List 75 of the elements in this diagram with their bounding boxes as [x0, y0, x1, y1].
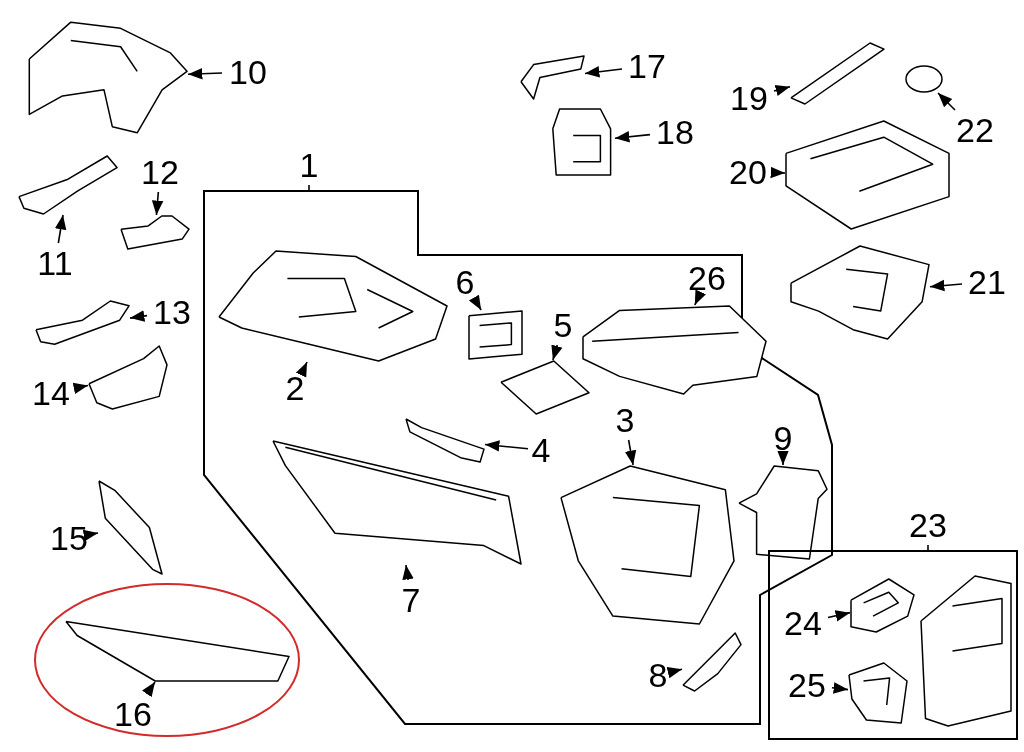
leader-line — [937, 92, 956, 111]
callout-number: 3 — [612, 400, 638, 440]
callout-number: 4 — [528, 430, 554, 470]
part-drawing — [682, 632, 742, 692]
callout-number: 7 — [398, 580, 424, 620]
part-drawing — [790, 245, 930, 340]
leader-line — [187, 68, 223, 80]
leader-line — [831, 682, 849, 694]
callout-number: 15 — [44, 518, 94, 558]
leader-line — [151, 191, 164, 216]
leader-line — [614, 131, 651, 143]
callout-number: 21 — [962, 262, 1012, 302]
callout-number: 16 — [108, 694, 158, 734]
leader-line — [773, 84, 791, 97]
leader-line — [551, 344, 563, 361]
part-drawing — [785, 120, 950, 230]
leader-line — [666, 667, 683, 679]
callout-number: 24 — [778, 603, 828, 643]
callout-number: 9 — [770, 418, 796, 458]
part-drawing — [98, 480, 163, 575]
leader-line — [402, 564, 414, 581]
group-outline — [203, 190, 833, 725]
part-drawing — [468, 310, 523, 360]
part-drawing — [582, 305, 767, 395]
leader-line — [484, 440, 529, 452]
group-outline — [768, 550, 1018, 740]
leader-line — [295, 361, 308, 378]
callout-number: 22 — [950, 110, 1000, 150]
callout-number: 12 — [135, 152, 185, 192]
callout-number: 14 — [26, 373, 76, 413]
callout-number: 26 — [682, 258, 732, 298]
leader-line — [129, 310, 148, 322]
part-drawing — [920, 575, 1012, 727]
callout-number: 2 — [282, 368, 308, 408]
leader-line — [624, 439, 637, 466]
leader-line — [54, 214, 67, 244]
part-drawing — [848, 662, 908, 724]
leader-line — [827, 610, 851, 622]
leader-line — [82, 529, 99, 542]
part-drawing — [790, 42, 885, 105]
callout-number: 25 — [782, 665, 832, 705]
part-drawing — [120, 215, 190, 250]
leader-line — [929, 279, 963, 292]
callout-number: 23 — [903, 505, 953, 545]
part-drawing — [520, 55, 585, 100]
part-drawing — [88, 345, 168, 410]
leader-line — [770, 166, 786, 179]
callout-number: 6 — [452, 262, 478, 302]
part-drawing — [272, 440, 522, 565]
part-drawing — [18, 155, 118, 215]
leader-line — [468, 294, 482, 311]
leader-line — [142, 681, 156, 698]
part-drawing — [560, 465, 735, 625]
part-drawing — [905, 65, 943, 93]
leader-line — [694, 289, 706, 306]
callout-number: 18 — [650, 112, 700, 152]
callout-number: 5 — [550, 305, 576, 345]
leader-line — [927, 544, 929, 551]
callout-number: 1 — [296, 145, 322, 185]
leader-line — [72, 382, 89, 395]
callout-number: 10 — [222, 52, 274, 92]
part-drawing — [500, 360, 590, 415]
part-drawing — [405, 418, 485, 463]
callout-number: 20 — [718, 152, 778, 192]
part-drawing — [850, 578, 915, 633]
callout-number: 13 — [147, 292, 197, 332]
leader-line — [308, 184, 310, 191]
callout-number: 8 — [645, 655, 671, 695]
callout-number: 19 — [724, 78, 774, 118]
part-drawing — [218, 250, 448, 362]
callout-number: 11 — [30, 243, 80, 283]
callout-number: 17 — [622, 46, 672, 86]
leader-line — [584, 66, 623, 78]
part-drawing — [738, 465, 828, 560]
leader-line — [777, 450, 789, 466]
